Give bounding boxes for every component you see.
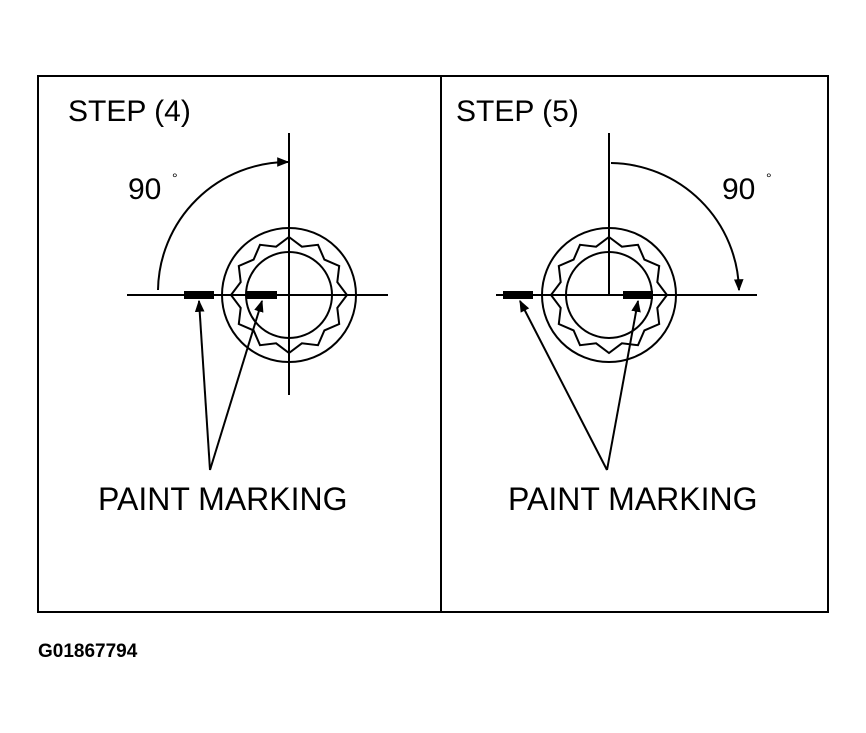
panel-step-4: STEP (4) 90 ° PAINT MARKING: [37, 75, 442, 613]
step-label: STEP (4): [68, 95, 191, 128]
bolt-washer-outer: [541, 227, 677, 363]
panel-step-5: STEP (5) 90 ° PAINT MARKING: [440, 75, 829, 613]
angle-label: 90: [128, 173, 161, 206]
bolt-socket-inner: [245, 251, 333, 339]
leader-arrow-right: [606, 299, 641, 471]
bolt-twelve-point-head: [229, 235, 349, 355]
bolt-twelve-point-head: [549, 235, 669, 355]
paint-marking-label: PAINT MARKING: [98, 481, 348, 517]
step-label: STEP (5): [456, 95, 579, 128]
angle-value: 90: [722, 173, 755, 206]
leader-arrow-left: [194, 299, 211, 471]
degree-symbol: °: [172, 170, 178, 186]
paint-marking-left: [184, 291, 214, 299]
paint-marking-right: [247, 291, 277, 299]
leader-arrow-right: [209, 299, 264, 471]
bolt-head: [221, 227, 357, 363]
degree-symbol: °: [766, 170, 772, 186]
angle-value: 90: [128, 173, 161, 206]
bolt-washer-outer: [221, 227, 357, 363]
leader-arrow-left: [519, 299, 608, 471]
paint-marking-label: PAINT MARKING: [508, 481, 758, 517]
rotation-arrow: [157, 157, 290, 291]
rotation-arrow: [610, 162, 744, 292]
paint-marking-left: [503, 291, 533, 299]
panel-border: [37, 75, 442, 613]
paint-marking-right: [623, 291, 653, 299]
panel-border: [440, 75, 829, 613]
angle-label: 90: [722, 173, 755, 206]
figure-id: G01867794: [38, 641, 138, 662]
